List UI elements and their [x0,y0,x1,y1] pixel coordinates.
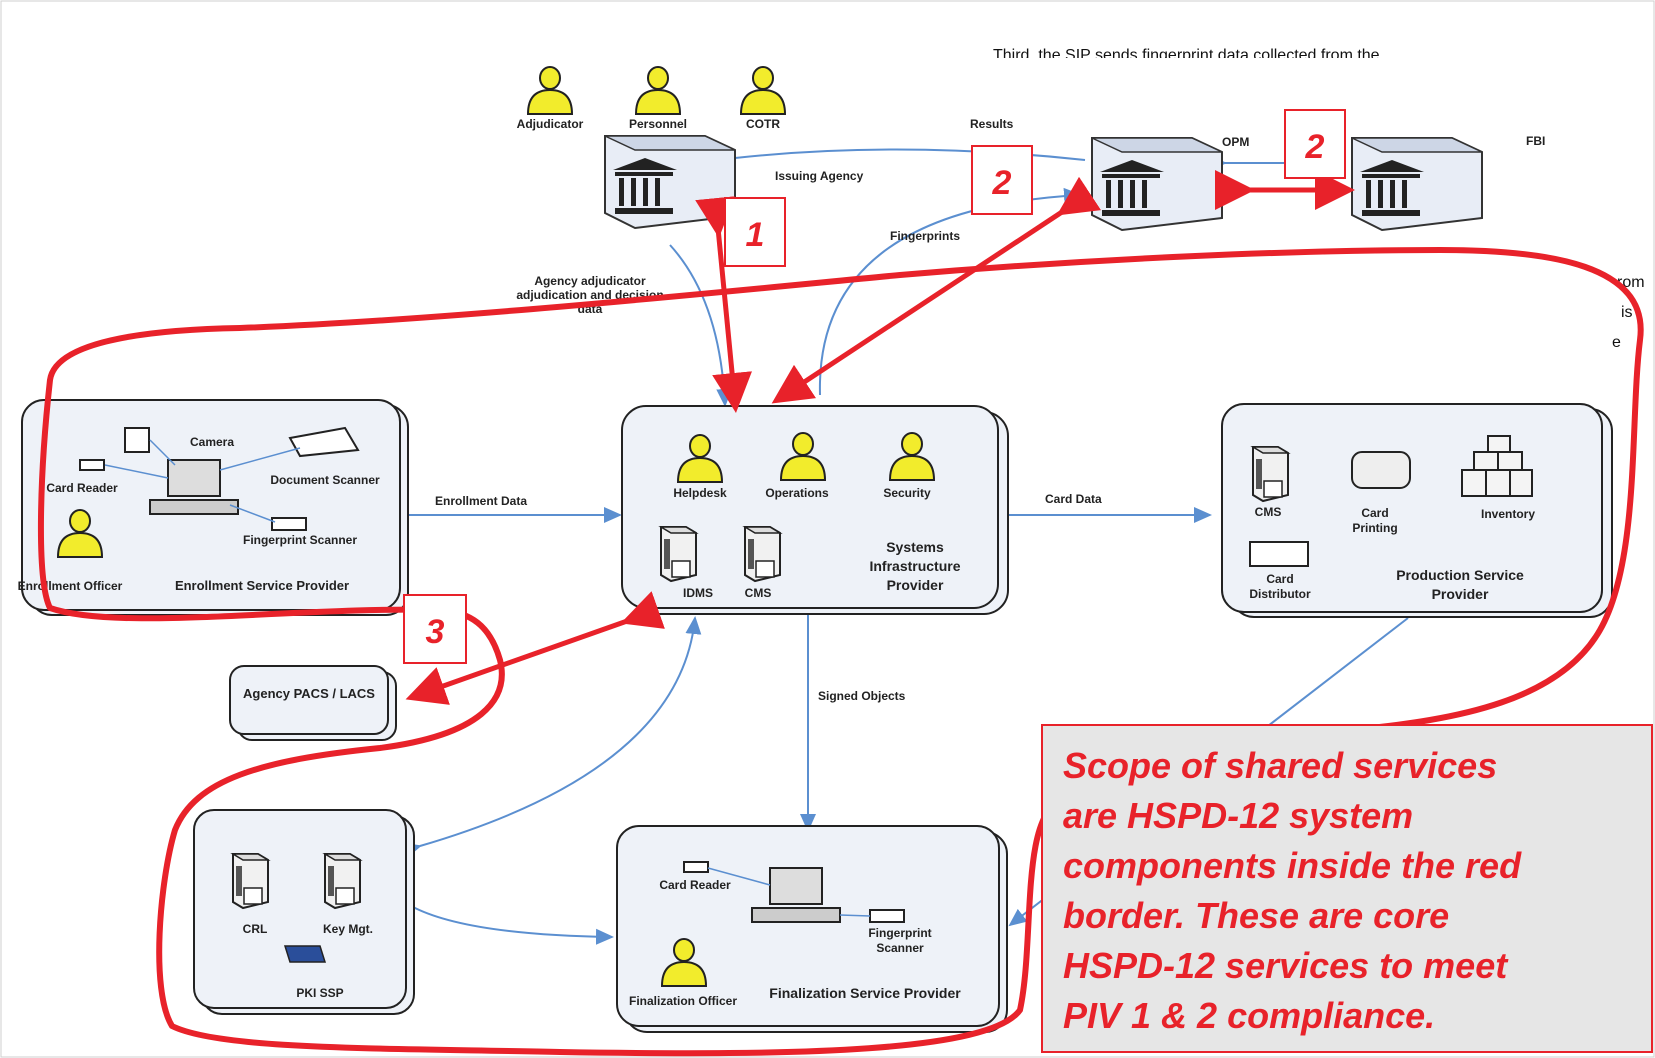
certificate-icon [283,945,327,963]
personnel-icon [635,66,681,115]
opm-label: OPM [1222,135,1249,149]
fbi-server-icon [1351,137,1483,231]
enrollment-officer-label: Enrollment Officer [18,579,123,593]
callout-2a: 2 [971,145,1033,215]
sip-box-title: Systems Infrastructure Provider [869,539,961,593]
inventory-label: Inventory [1481,507,1535,521]
svg-text:1: 1 [746,216,765,254]
callout-1: 1 [724,197,786,267]
inventory-icon [1461,435,1533,497]
adjudicator-label: Adjudicator [517,117,584,131]
camera-label: Camera [190,435,234,449]
scope-note: Scope of shared services are HSPD-12 sys… [1041,724,1653,1053]
agency-pacs-box: Agency PACS / LACS [229,665,397,741]
card-distributor-label: Card Distributor [1249,572,1311,601]
camera-icon [124,427,150,453]
idms-label: IDMS [683,586,713,600]
production-service-provider-box: CMS Card Printing Inventory Card Distrib… [1221,403,1613,618]
cms-server-icon [744,526,781,582]
enrollment-data-label: Enrollment Data [435,494,527,508]
header-mask [985,58,1525,78]
finalization-card-reader-label: Card Reader [659,878,731,892]
adjudicator-icon [527,66,573,115]
callout-3: 3 [403,594,467,664]
scope-note-line-1: Scope of shared services [1063,745,1497,786]
crl-label: CRL [243,922,268,936]
scope-red-border [37,247,1644,1057]
scope-note-line-3: components inside the red [1063,845,1522,886]
side-fragment-3: e [1612,334,1621,351]
card-distributor-icon [1249,541,1309,567]
fingerprints-label: Fingerprints [890,229,960,243]
card-printing-label: Card Printing [1352,506,1398,535]
cms-label: CMS [745,586,772,600]
card-data-label: Card Data [1045,492,1102,506]
idms-server-icon [660,526,697,582]
results-label: Results [970,117,1014,131]
finalization-fingerprint-scanner-icon [869,909,905,923]
fbi-label: FBI [1526,134,1545,148]
scope-note-line-4: border. These are core [1063,895,1449,936]
key-mgt-server-icon [324,853,361,909]
document-scanner-icon [288,426,360,458]
svg-text:3: 3 [426,613,445,651]
security-label: Security [883,486,931,500]
enrollment-service-provider-box: Camera Card Reader Document Scanner Fing… [18,399,409,616]
finalization-workstation-icon [769,867,823,905]
issuing-agency-label: Issuing Agency [775,169,864,183]
card-reader-label: Card Reader [46,481,118,495]
cotr-icon [740,66,786,115]
agency-pacs-label: Agency PACS / LACS [243,686,375,701]
production-box-title: Production Service Provider [1396,567,1524,602]
key-mgt-label: Key Mgt. [323,922,373,936]
cotr-label: COTR [746,117,780,131]
svg-text:2: 2 [1305,128,1325,166]
fingerprint-scanner-icon [271,517,307,531]
pki-box-title: PKI SSP [296,986,343,1000]
helpdesk-label: Helpdesk [673,486,727,500]
card-reader-icon [79,459,105,471]
scope-note-line-2: are HSPD-12 system [1063,795,1413,836]
enrollment-box-title: Enrollment Service Provider [175,578,349,593]
finalization-service-provider-box: Card Reader Fingerprint Scanner Finaliza… [616,825,1008,1033]
finalization-officer-label: Finalization Officer [628,994,737,1008]
svg-text:2: 2 [992,164,1012,202]
callout-2b: 2 [1284,109,1346,179]
finalization-card-reader-icon [683,861,709,873]
document-scanner-label: Document Scanner [270,473,380,487]
production-cms-label: CMS [1255,505,1282,519]
red-arrows [405,170,1355,705]
scope-note-line-5: HSPD-12 services to meet [1063,945,1509,986]
fingerprint-scanner-label: Fingerprint Scanner [243,533,357,547]
finalization-fingerprint-label: Fingerprint Scanner [868,926,932,955]
opm-server-icon [1091,137,1223,231]
side-fragment-2: is [1621,304,1633,321]
issuing-agency-server-icon [604,135,736,229]
pki-ssp-box: CRL Key Mgt. PKI SSP [193,809,415,1015]
systems-infrastructure-provider-box: Helpdesk Operations Security IDMS CMS Sy… [621,405,1009,615]
operations-label: Operations [765,486,829,500]
scope-note-line-6: PIV 1 & 2 compliance. [1063,995,1435,1036]
signed-objects-label: Signed Objects [818,689,906,703]
crl-server-icon [232,853,269,909]
finalization-box-title: Finalization Service Provider [769,985,961,1001]
card-printer-icon [1351,451,1411,489]
production-cms-icon [1252,446,1289,502]
personnel-label: Personnel [629,117,687,131]
workstation-icon [167,459,221,497]
